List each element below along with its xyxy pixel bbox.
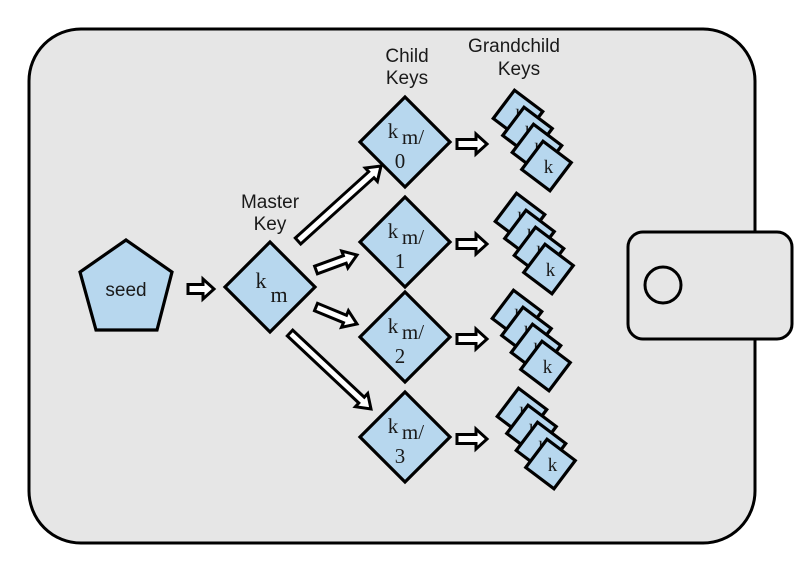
child-heading-line1: Child	[385, 46, 428, 67]
master-heading-line1: Master	[241, 192, 300, 213]
arrow-master-to-child-1	[312, 248, 360, 276]
grandchild-key: k	[518, 339, 573, 393]
child-key-index: 0	[395, 149, 406, 173]
child-heading-line2: Keys	[386, 68, 428, 89]
master-heading-line2: Key	[254, 214, 287, 235]
grandchild-diamond	[521, 242, 576, 296]
grandchild-key: k	[521, 242, 576, 296]
grandchild-diamond	[519, 139, 574, 193]
arrow-child-to-grandchild-2	[455, 325, 490, 353]
seed-node: seed	[78, 238, 174, 332]
master-key-node: k m	[222, 239, 318, 335]
child-key-subscript: m/	[402, 225, 424, 249]
grandchild-diamond	[523, 437, 578, 491]
child-key-subscript: m/	[402, 320, 424, 344]
child-key-symbol: k	[388, 314, 399, 338]
arrow-child-to-grandchild-0	[455, 130, 490, 158]
seed-label: seed	[105, 280, 146, 301]
grandchild-keys: kkkkkkkkkkkkkkkk	[490, 88, 578, 491]
grandchild-key: k	[519, 139, 574, 193]
grandchild-key: k	[523, 437, 578, 491]
child-key-symbol: k	[388, 219, 399, 243]
arrow-child-to-grandchild-3	[455, 425, 490, 453]
grandchild-key-symbol: k	[546, 260, 556, 281]
child-key-symbol: k	[388, 414, 399, 438]
arrow-master-to-child-3	[285, 327, 373, 411]
arrow-master-to-child-0	[293, 164, 383, 247]
grandchild-key-symbol: k	[543, 357, 553, 378]
child-diamond	[357, 389, 453, 485]
child-diamond	[357, 289, 453, 385]
seed-pentagon	[78, 238, 174, 332]
grandchild-key-symbol: k	[548, 455, 558, 476]
clasp-tab	[626, 230, 794, 341]
wallet-clasp	[626, 230, 794, 341]
arrows-master-to-children	[285, 164, 383, 411]
child-key-symbol: k	[388, 119, 399, 143]
child-key-index: 1	[395, 249, 406, 273]
arrow-seed-to-master	[186, 275, 217, 303]
arrows-child-to-grandchild	[455, 130, 490, 453]
master-key-subscript: m	[270, 282, 287, 307]
grandchild-diamond	[518, 339, 573, 393]
arrow-master-to-child-2	[312, 301, 360, 330]
arrow-seed-to-master	[186, 275, 217, 303]
master-key-symbol: k	[256, 268, 267, 293]
grandchild-key-symbol: k	[544, 157, 554, 178]
arrow-child-to-grandchild-1	[455, 230, 490, 258]
child-key-subscript: m/	[402, 420, 424, 444]
clasp-button-icon	[643, 265, 683, 305]
child-diamond	[357, 94, 453, 190]
child-key-subscript: m/	[402, 125, 424, 149]
grandchild-heading-line2: Keys	[498, 59, 540, 80]
master-diamond	[222, 239, 318, 335]
child-key-index: 3	[395, 444, 406, 468]
grandchild-heading-line1: Grandchild	[468, 36, 560, 57]
child-key-index: 2	[395, 344, 406, 368]
child-diamond	[357, 194, 453, 290]
